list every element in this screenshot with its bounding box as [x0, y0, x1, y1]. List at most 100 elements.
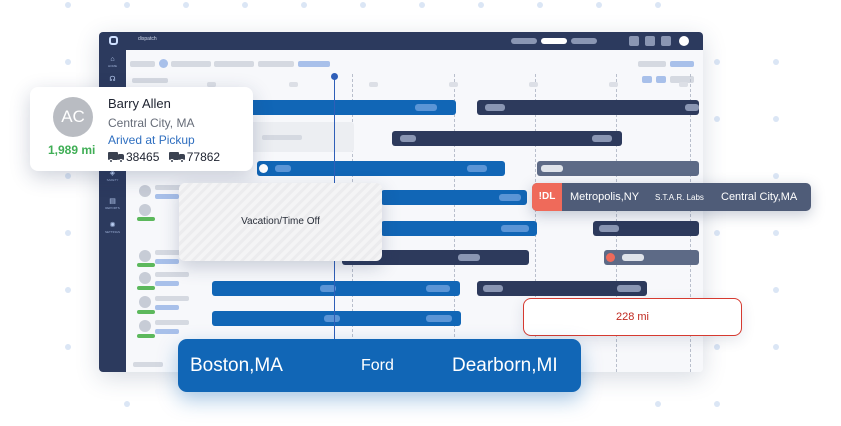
load-bar[interactable] [477, 281, 647, 296]
list-item [155, 329, 179, 334]
route-tooltip[interactable]: !DL Metropolis,NY S.T.A.R. Labs Central … [532, 183, 811, 211]
list-item [155, 281, 179, 286]
load-bar[interactable] [381, 190, 527, 205]
load-bar[interactable] [212, 311, 461, 326]
trailer-icon [168, 152, 185, 163]
view-toggle-active[interactable] [670, 61, 694, 67]
view-toggle[interactable] [638, 61, 666, 67]
sidebar-item-label: REPORTS [105, 206, 120, 210]
avatar[interactable] [139, 250, 151, 262]
stop-marker [320, 285, 336, 292]
stop-marker [426, 315, 452, 322]
sidebar-item-safety[interactable]: ◈ SAFETY [99, 170, 126, 182]
load-card[interactable]: Boston,MA Ford Dearborn,MI [178, 339, 581, 392]
sidebar-item-dispatch[interactable]: ☊ [99, 76, 126, 84]
stop-marker [485, 104, 505, 111]
topbar-chat-icon[interactable] [645, 36, 655, 46]
status-badge [137, 217, 155, 221]
load-bar[interactable] [212, 281, 460, 296]
stop-marker [400, 135, 416, 142]
top-bar: dispatch [99, 32, 703, 50]
load-bar[interactable] [604, 250, 699, 265]
stop-marker [324, 315, 340, 322]
distance-card[interactable]: 228 mi [523, 298, 742, 336]
current-time-marker [331, 73, 338, 80]
status-badge [137, 334, 155, 338]
sidebar-item-label: SETTINGS [104, 230, 120, 234]
zoom-in-icon[interactable] [642, 76, 652, 83]
filter-chip-active[interactable] [298, 61, 330, 67]
driver-card[interactable]: AC 1,989 mi Barry Allen Central City, MA… [30, 87, 253, 171]
route-stop: S.T.A.R. Labs [655, 193, 704, 202]
zoom-out-icon[interactable] [656, 76, 666, 83]
time-tick [529, 82, 538, 87]
driver-miles: 1,989 mi [48, 143, 96, 157]
avatar[interactable] [139, 320, 151, 332]
topbar-primary-button[interactable] [541, 38, 567, 44]
load-bar[interactable] [537, 161, 699, 176]
sidebar-item-reports[interactable]: ▤ REPORTS [99, 198, 126, 210]
date-range-picker[interactable] [670, 76, 694, 83]
stop-marker [499, 194, 521, 201]
app-title: dispatch [138, 36, 157, 42]
time-tick [289, 82, 298, 87]
alert-dot-icon [606, 253, 615, 262]
sidebar-item-settings[interactable]: ✺ SETTINGS [99, 222, 126, 234]
list-item[interactable] [155, 250, 185, 255]
driver-status[interactable]: Arived at Pickup [108, 133, 195, 147]
empty-slot-label [262, 135, 302, 140]
report-icon: ▤ [109, 198, 116, 205]
stop-marker [467, 165, 487, 172]
stop-marker [592, 135, 612, 142]
sidebar-item-home[interactable]: ⌂ HOME [99, 56, 126, 68]
load-bar[interactable] [257, 161, 505, 176]
load-bar[interactable] [215, 100, 456, 115]
list-item[interactable] [155, 320, 189, 325]
topbar-bell-icon[interactable] [629, 36, 639, 46]
avatar[interactable] [139, 204, 151, 216]
list-item [155, 305, 179, 310]
filter-dot-icon[interactable] [159, 59, 168, 68]
status-badge [137, 263, 155, 267]
filter-chip[interactable] [214, 61, 254, 67]
load-bar[interactable] [477, 100, 699, 115]
avatar[interactable] [139, 272, 151, 284]
column-header [132, 78, 168, 83]
avatar[interactable] [139, 185, 151, 197]
time-tick [369, 82, 378, 87]
route-destination: Central City,MA [721, 191, 798, 203]
app-logo-icon [109, 36, 118, 45]
avatar[interactable] [139, 296, 151, 308]
load-origin: Boston,MA [190, 355, 283, 376]
sidebar-item-label: HOME [108, 64, 117, 68]
list-item[interactable] [155, 185, 189, 190]
topbar-filter-button[interactable] [571, 38, 597, 44]
topbar-search-field[interactable] [511, 38, 537, 44]
driver-location: Central City, MA [108, 116, 195, 130]
vacation-block[interactable]: Vacation/Time Off [179, 183, 382, 261]
stop-marker [599, 225, 619, 232]
time-tick [449, 82, 458, 87]
filter-chip[interactable] [258, 61, 294, 67]
list-item [155, 194, 179, 199]
shield-icon: ◈ [109, 170, 116, 177]
load-carrier: Ford [361, 357, 394, 374]
route-origin: Metropolis,NY [570, 191, 640, 203]
load-bar[interactable] [392, 131, 622, 146]
user-avatar-icon[interactable] [679, 36, 689, 46]
list-item[interactable] [155, 272, 189, 277]
topbar-help-icon[interactable] [661, 36, 671, 46]
driver-name: Barry Allen [108, 96, 171, 111]
sidebar-item-label: SAFETY [106, 178, 119, 182]
list-item[interactable] [155, 296, 189, 301]
load-destination: Dearborn,MI [452, 355, 558, 376]
load-bar[interactable] [593, 221, 699, 236]
load-bar[interactable] [381, 221, 537, 236]
list-item [155, 259, 179, 264]
filter-chip[interactable] [171, 61, 211, 67]
filter-chip[interactable] [130, 61, 155, 67]
load-bar[interactable] [342, 250, 529, 265]
truck-number: 38465 [126, 150, 160, 164]
stop-marker [275, 165, 291, 172]
stop-marker [483, 285, 503, 292]
